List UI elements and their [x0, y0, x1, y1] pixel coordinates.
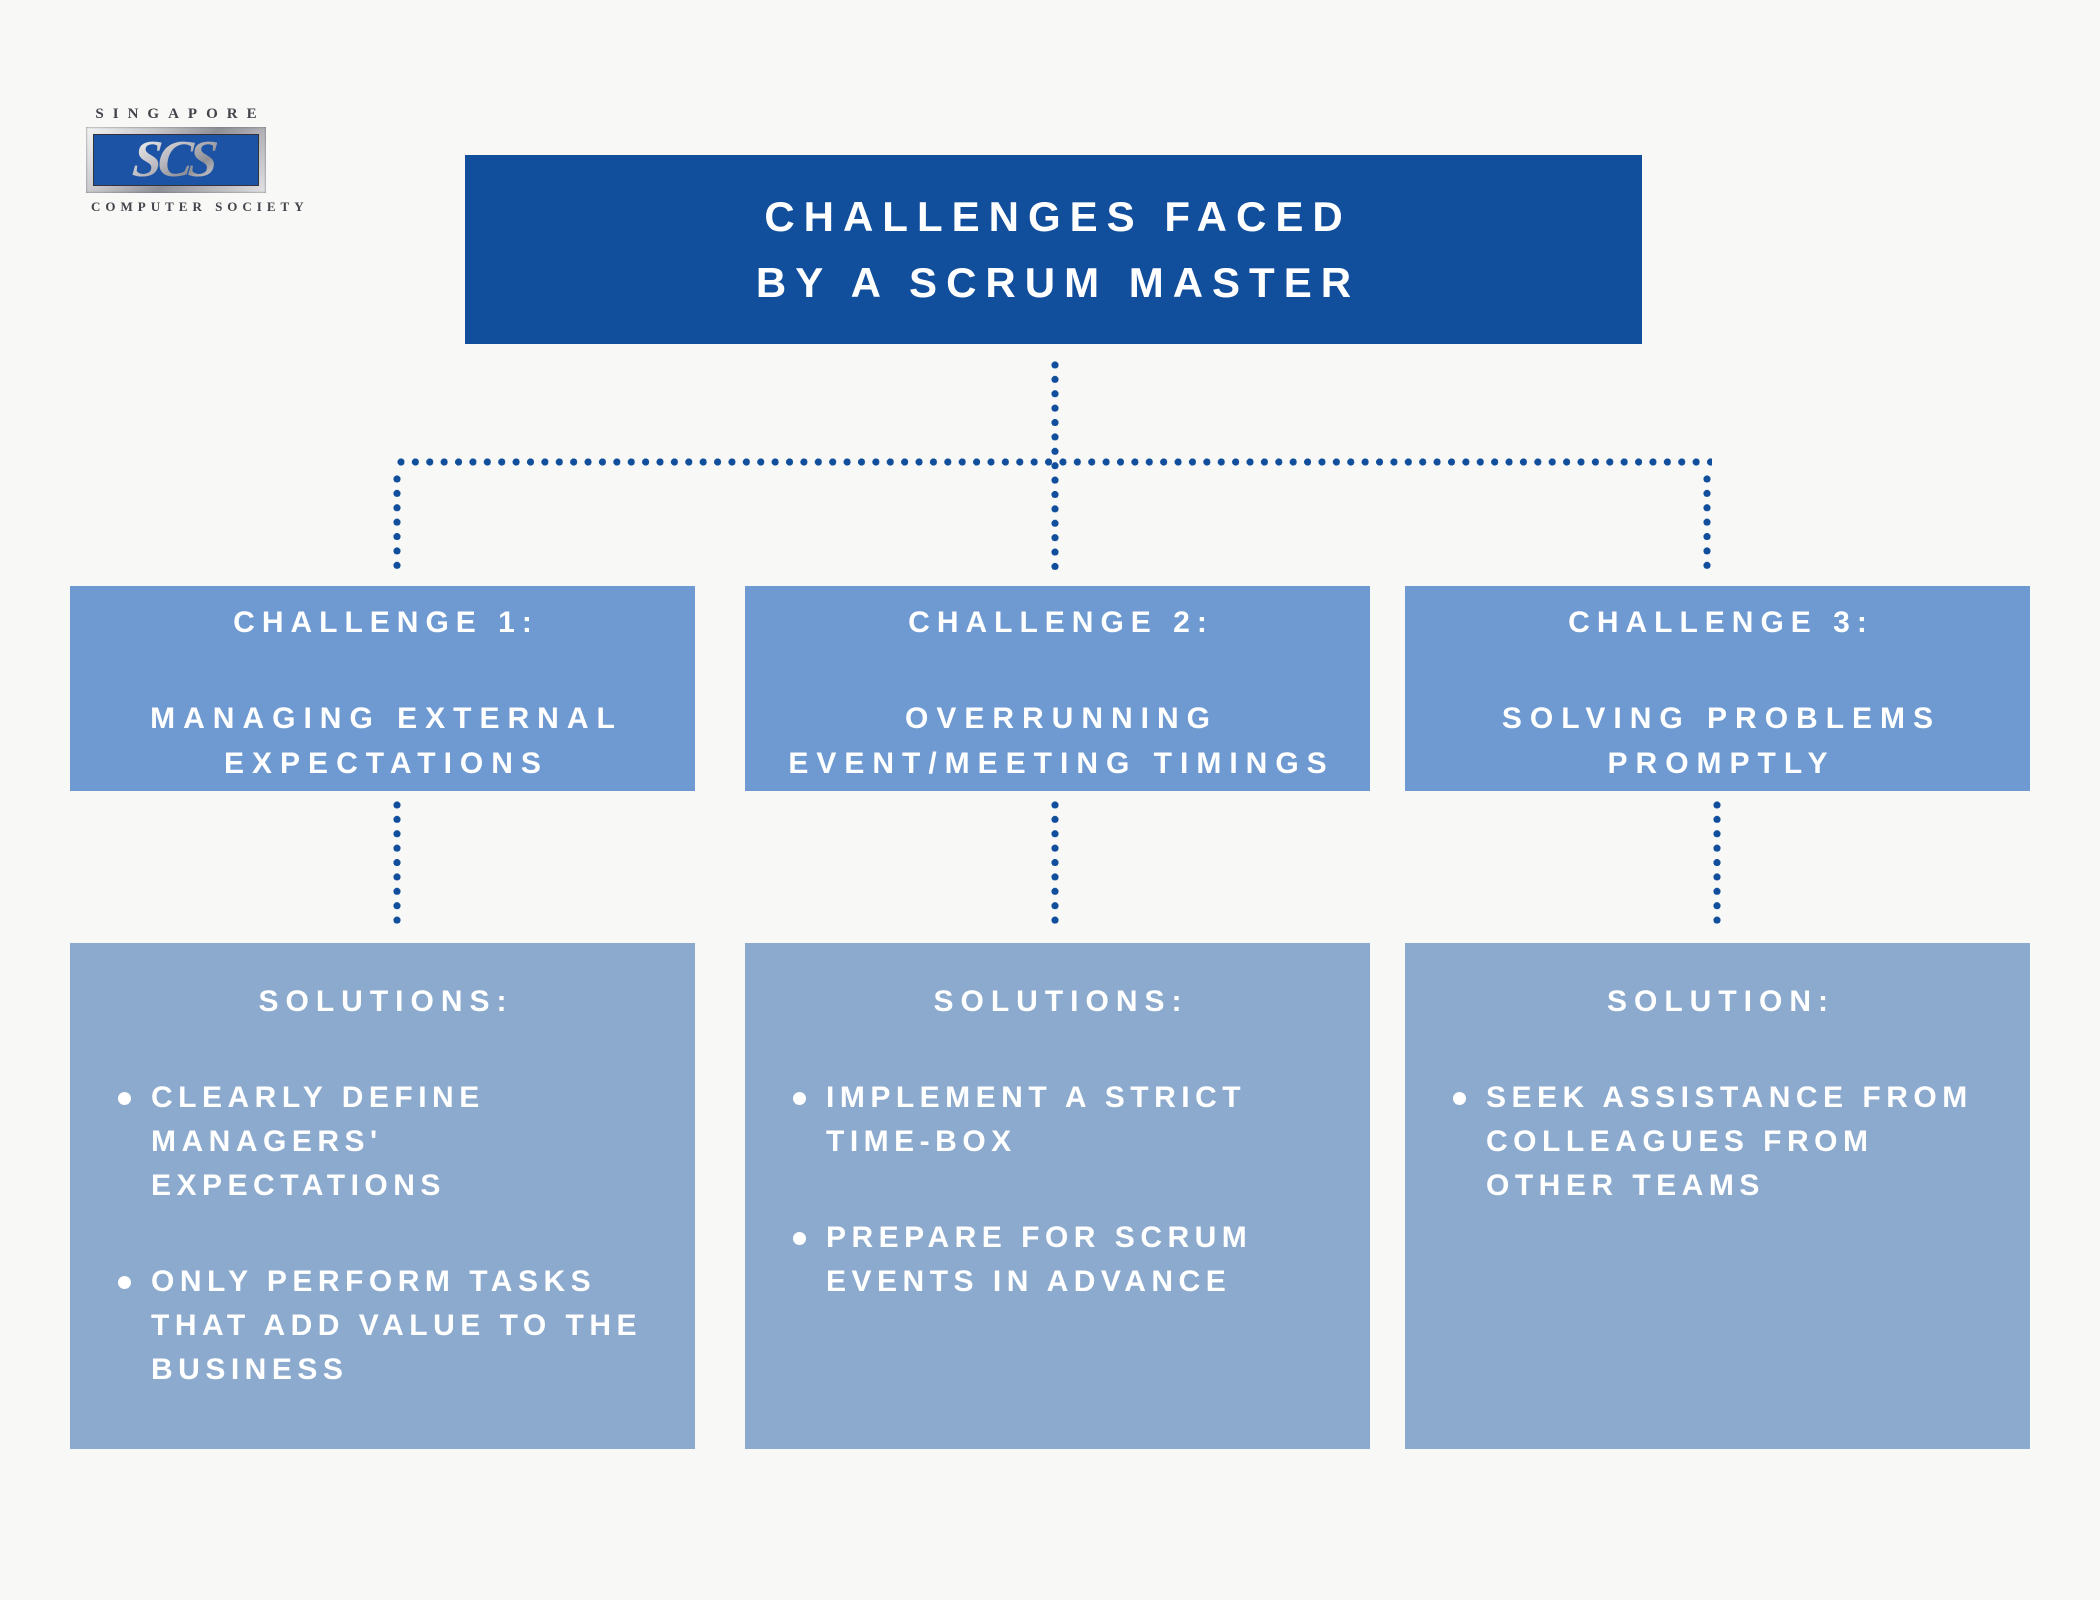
- challenge-3-title: SOLVING PROBLEMS PROMPTLY: [1494, 696, 1941, 786]
- bullet-dot-icon: [118, 1276, 131, 1289]
- bullet-line: MANAGERS': [151, 1125, 383, 1158]
- connector-to-challenge-3-dots: [1703, 472, 1711, 574]
- logo-blue-panel: SCS: [93, 134, 259, 186]
- challenge-1-title-line: MANAGING EXTERNAL: [150, 702, 623, 735]
- bullet-item: PREPARE FOR SCRUM EVENTS IN ADVANCE: [793, 1216, 1356, 1304]
- bullet-text: CLEARLY DEFINE MANAGERS' EXPECTATIONS: [151, 1076, 485, 1208]
- bullet-line: PREPARE FOR SCRUM: [826, 1221, 1253, 1254]
- bullet-item: CLEARLY DEFINE MANAGERS' EXPECTATIONS: [118, 1076, 681, 1208]
- bullet-text: IMPLEMENT A STRICT TIME-BOX: [826, 1076, 1246, 1164]
- solutions-3-heading: SOLUTION:: [1607, 985, 1835, 1018]
- challenge-2-heading: CHALLENGE 2:: [908, 606, 1214, 639]
- bullet-line: OTHER TEAMS: [1486, 1169, 1765, 1202]
- connector-challenge-2-to-solution-dots: [1051, 798, 1059, 928]
- solutions-3-list: SEEK ASSISTANCE FROM COLLEAGUES FROM OTH…: [1405, 1076, 2030, 1208]
- solutions-1-box: SOLUTIONS: CLEARLY DEFINE MANAGERS' EXPE…: [70, 943, 695, 1449]
- challenge-3-box: CHALLENGE 3: SOLVING PROBLEMS PROMPTLY: [1405, 586, 2030, 791]
- connector-to-challenge-1-dots: [393, 472, 401, 574]
- bullet-line: EVENTS IN ADVANCE: [826, 1265, 1232, 1298]
- connector-challenge-3-to-solution-dots: [1713, 798, 1721, 928]
- bullet-line: CLEARLY DEFINE: [151, 1081, 485, 1114]
- scs-monogram-icon: SCS: [130, 135, 218, 185]
- challenge-1-title: MANAGING EXTERNAL EXPECTATIONS: [142, 696, 623, 786]
- challenge-2-title: OVERRUNNING EVENT/MEETING TIMINGS: [780, 696, 1334, 786]
- title-banner: CHALLENGES FACED BY A SCRUM MASTER: [465, 155, 1642, 344]
- bullet-line: IMPLEMENT A STRICT: [826, 1081, 1247, 1114]
- bullet-text: PREPARE FOR SCRUM EVENTS IN ADVANCE: [826, 1216, 1252, 1304]
- challenge-1-heading: CHALLENGE 1:: [233, 606, 539, 639]
- solutions-1-heading: SOLUTIONS:: [258, 985, 514, 1018]
- solutions-1-list: CLEARLY DEFINE MANAGERS' EXPECTATIONS ON…: [70, 1076, 695, 1392]
- bullet-line: EXPECTATIONS: [151, 1169, 446, 1202]
- bullet-item: IMPLEMENT A STRICT TIME-BOX: [793, 1076, 1356, 1164]
- solutions-2-heading: SOLUTIONS:: [933, 985, 1189, 1018]
- challenge-1-box: CHALLENGE 1: MANAGING EXTERNAL EXPECTATI…: [70, 586, 695, 791]
- bullet-dot-icon: [1453, 1092, 1466, 1105]
- challenge-3-title-line: SOLVING PROBLEMS: [1501, 702, 1942, 735]
- scs-logo: SINGAPORE SCS COMPUTER SOCIETY: [86, 106, 309, 215]
- connector-horizontal-dots: [394, 458, 1712, 466]
- challenge-2-title-line: OVERRUNNING: [904, 702, 1218, 735]
- solutions-2-box: SOLUTIONS: IMPLEMENT A STRICT TIME-BOX P…: [745, 943, 1370, 1449]
- bullet-dot-icon: [118, 1092, 131, 1105]
- challenge-2-box: CHALLENGE 2: OVERRUNNING EVENT/MEETING T…: [745, 586, 1370, 791]
- bullet-line: THAT ADD VALUE TO THE: [151, 1309, 643, 1342]
- logo-metallic-frame: SCS: [86, 127, 266, 193]
- challenge-1-title-line: EXPECTATIONS: [224, 747, 549, 780]
- svg-text:SCS: SCS: [130, 135, 218, 185]
- title-line-2: BY A SCRUM MASTER: [755, 258, 1361, 306]
- bullet-dot-icon: [793, 1232, 806, 1245]
- logo-computer-society-text: COMPUTER SOCIETY: [91, 199, 309, 214]
- bullet-item: ONLY PERFORM TASKS THAT ADD VALUE TO THE…: [118, 1260, 681, 1392]
- bullet-line: COLLEAGUES FROM: [1486, 1125, 1874, 1158]
- bullet-dot-icon: [793, 1092, 806, 1105]
- bullet-line: TIME-BOX: [826, 1125, 1017, 1158]
- challenge-3-heading: CHALLENGE 3:: [1568, 606, 1874, 639]
- bullet-text: ONLY PERFORM TASKS THAT ADD VALUE TO THE…: [151, 1260, 642, 1392]
- connector-challenge-1-to-solution-dots: [393, 798, 401, 928]
- bullet-item: SEEK ASSISTANCE FROM COLLEAGUES FROM OTH…: [1453, 1076, 2016, 1208]
- logo-singapore-text: SINGAPORE: [95, 106, 266, 122]
- bullet-line: SEEK ASSISTANCE FROM: [1486, 1081, 1973, 1114]
- challenge-3-title-line: PROMPTLY: [1607, 747, 1836, 780]
- solutions-3-box: SOLUTION: SEEK ASSISTANCE FROM COLLEAGUE…: [1405, 943, 2030, 1449]
- challenge-2-title-line: EVENT/MEETING TIMINGS: [788, 747, 1335, 780]
- bullet-text: SEEK ASSISTANCE FROM COLLEAGUES FROM OTH…: [1486, 1076, 1973, 1208]
- title-line-1: CHALLENGES FACED: [764, 192, 1352, 240]
- bullet-line: BUSINESS: [151, 1353, 349, 1386]
- solutions-2-list: IMPLEMENT A STRICT TIME-BOX PREPARE FOR …: [745, 1076, 1370, 1304]
- bullet-line: ONLY PERFORM TASKS: [151, 1265, 597, 1298]
